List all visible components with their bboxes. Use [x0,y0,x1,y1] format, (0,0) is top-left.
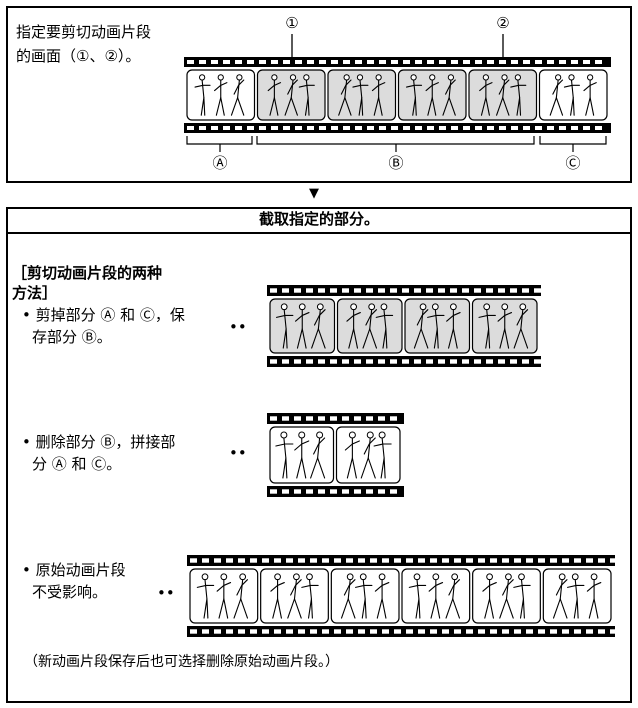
marker-1: ① [285,14,299,32]
segment-b-label: Ⓑ [388,154,404,172]
film-frame [186,69,256,121]
method-2-line-1: • 删除部分 Ⓑ，拼接部 [22,433,176,451]
film-frame [269,426,335,484]
film-strip-method-1 [267,285,541,367]
film-frame [189,568,259,624]
film-frame [404,298,471,354]
film-frame [397,69,467,121]
film-strip-method-2 [267,413,404,497]
film-frame [260,568,329,624]
down-arrow-icon: ▼ [309,186,319,201]
film-frame [269,298,336,354]
method-1-line-1: • 剪掉部分 Ⓐ 和 Ⓒ，保 [22,306,185,324]
instruction-line-2: 的画面（①、②）。 [16,47,141,65]
film-frame [256,69,326,121]
film-frame [468,69,538,121]
segment-a-label: Ⓐ [212,154,228,172]
method-2-dots: •• [229,444,247,462]
film-frame [327,69,397,121]
film-frame [538,69,608,121]
film-frame [335,426,401,484]
film-frame [471,298,538,354]
note-3-line-2: 不受影响。 [32,583,108,601]
film-frame [472,568,541,624]
method-2-line-2: 分 Ⓐ 和 Ⓒ。 [32,455,122,473]
marker-2: ② [496,14,510,32]
film-strip-original [184,57,611,133]
title-divider [6,232,632,234]
method-1-line-2: 存部分 Ⓑ。 [32,328,112,346]
methods-heading-line-2: 方法］ [12,284,58,302]
bottom-title: 截取指定的部分。 [258,210,379,228]
film-frame [336,298,403,354]
methods-heading-line-1: ［剪切动画片段的两种 [12,264,163,282]
note-3-line-1: • 原始动画片段 [22,561,126,579]
segment-c-label: Ⓒ [565,154,581,172]
bottom-panel [6,207,632,703]
note-3-dots: •• [157,584,175,602]
film-frame [401,568,471,624]
method-1-dots: •• [229,318,247,336]
segment-brackets [186,136,607,152]
footnote: （新动画片段保存后也可选择删除原始动画片段。） [24,654,339,670]
film-frame [542,568,612,624]
top-panel [6,6,632,183]
film-frame [330,568,400,624]
film-strip-original-kept [187,555,615,637]
instruction-line-1: 指定要剪切动画片段 [16,23,152,41]
